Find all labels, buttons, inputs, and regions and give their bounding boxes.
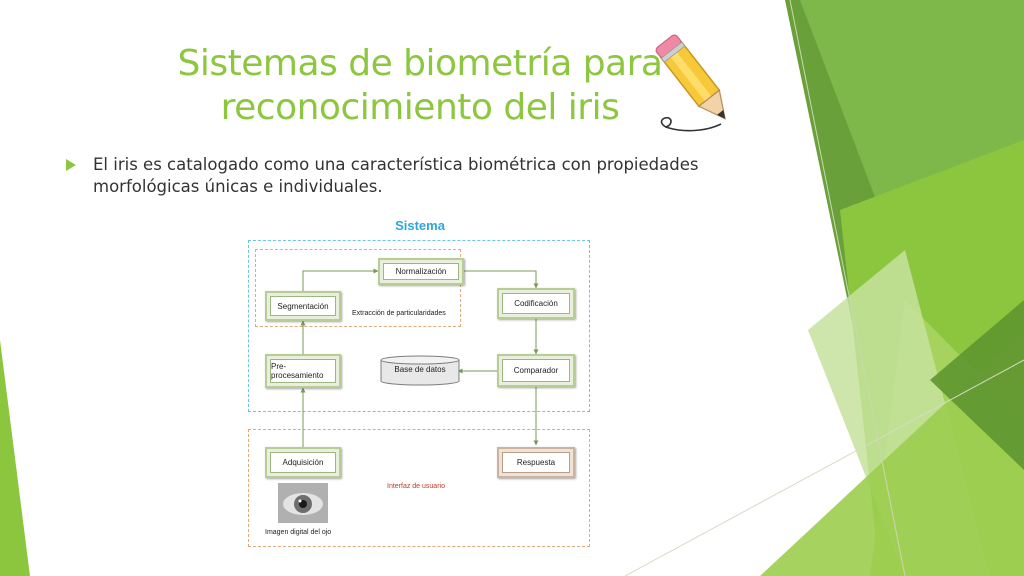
thin-line-2 (624, 359, 1024, 576)
eye-caption: Imagen digital del ojo (265, 529, 332, 536)
node-comparador: Comparador (497, 354, 575, 387)
node-codificacion: Codificación (497, 288, 575, 319)
arrow-norm-to-cod (463, 270, 539, 289)
pencil-icon (655, 34, 726, 132)
node-adquisicion-label: Adquisición (270, 452, 336, 473)
node-respuesta: Respuesta (497, 447, 575, 478)
extraction-zone (255, 249, 461, 327)
node-segmentacion-label: Segmentación (270, 296, 336, 316)
slide-title-line1: Sistemas de biometría para (177, 43, 663, 84)
user-interface-zone (248, 429, 590, 547)
diagram-title: Sistema (395, 218, 445, 233)
bullet-item: El iris es catalogado como una caracterí… (64, 154, 764, 198)
node-preprocesamiento: Pre-procesamiento (265, 354, 341, 388)
node-normalizacion-label: Normalización (383, 263, 459, 280)
node-base-datos-label: Base de datos (394, 365, 446, 374)
arrow-seg-to-norm (302, 268, 379, 291)
bullet-text: El iris es catalogado como una caracterí… (93, 155, 699, 196)
system-zone (248, 240, 590, 412)
node-respuesta-label: Respuesta (502, 452, 570, 473)
diagram-connectors (278, 268, 539, 523)
bullet-arrow-icon (66, 159, 76, 171)
iris-system-diagram: Sistema (245, 213, 595, 548)
node-codificacion-label: Codificación (502, 293, 570, 314)
database-shape (380, 355, 460, 386)
node-preprocesamiento-label: Pre-procesamiento (270, 359, 336, 383)
green-shard-left (0, 340, 30, 576)
extraction-label: Extracción de particularidades (352, 310, 446, 317)
node-comparador-label: Comparador (502, 359, 570, 382)
node-segmentacion: Segmentación (265, 291, 341, 321)
node-normalizacion: Normalización (378, 258, 464, 285)
thin-line-1 (789, 0, 906, 576)
node-adquisicion: Adquisición (265, 447, 341, 478)
user-interface-label: Interfaz de usuario (387, 483, 445, 490)
slide-title: Sistemas de biometría para reconocimient… (150, 42, 690, 130)
eye-image (278, 483, 328, 523)
slide-title-line2: reconocimiento del iris (220, 87, 620, 128)
